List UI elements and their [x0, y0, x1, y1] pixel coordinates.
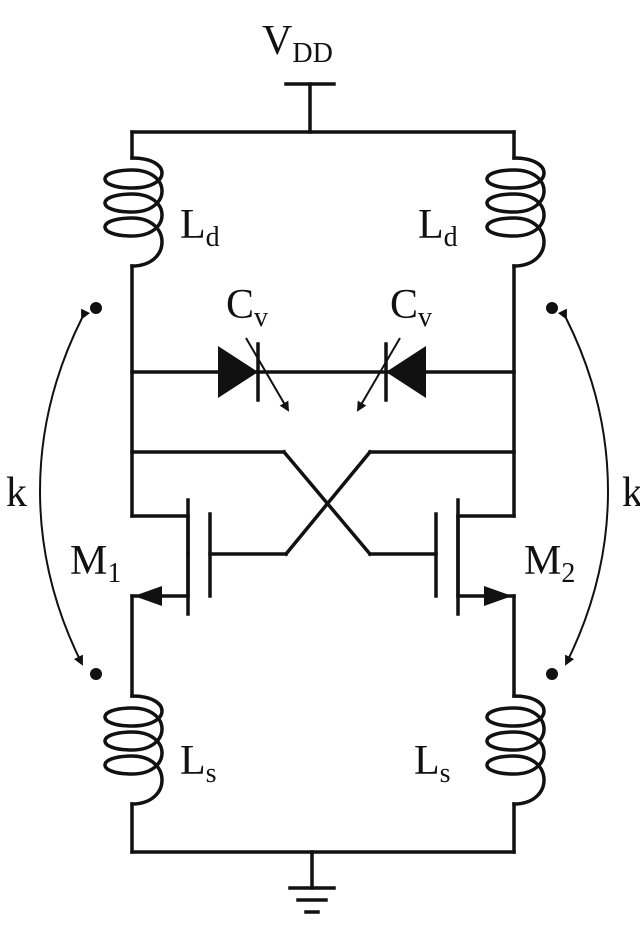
m1-source-arrow: [134, 586, 162, 606]
transistor-m1: [130, 498, 212, 616]
label-k-left: k: [6, 470, 27, 516]
varactor-left-triangle: [218, 346, 258, 398]
label-ld-left: Ld: [180, 202, 220, 253]
vdd-supply: [284, 82, 336, 134]
varactor-right-triangle: [386, 346, 426, 398]
varactor-left-arrow: [245, 337, 290, 412]
varactor-right-arrow: [356, 337, 401, 412]
cross-coupling: [130, 449, 516, 557]
right-branch-wires: [456, 130, 516, 854]
label-m1: M1: [70, 538, 121, 589]
coupling-k-right: [546, 302, 609, 680]
label-m2: M2: [524, 538, 575, 589]
label-k-right: k: [622, 470, 640, 516]
m2-source-arrow: [484, 586, 512, 606]
label-cv-left: Cv: [226, 282, 268, 333]
inductor-ls-left: [103, 694, 164, 806]
coupling-k-left: [39, 302, 102, 680]
label-cv-right: Cv: [390, 282, 432, 333]
inductor-ld-left: [103, 156, 164, 268]
varactor-row: [130, 337, 516, 412]
label-ld-right: Ld: [418, 202, 458, 253]
inductor-ls-right: [485, 694, 546, 806]
label-vdd: VDD: [262, 18, 333, 69]
inductor-ld-right: [485, 156, 546, 268]
label-ls-right: Ls: [414, 738, 451, 789]
transistor-m2: [434, 498, 516, 616]
ground-symbol: [130, 850, 516, 914]
label-ls-left: Ls: [180, 738, 217, 789]
